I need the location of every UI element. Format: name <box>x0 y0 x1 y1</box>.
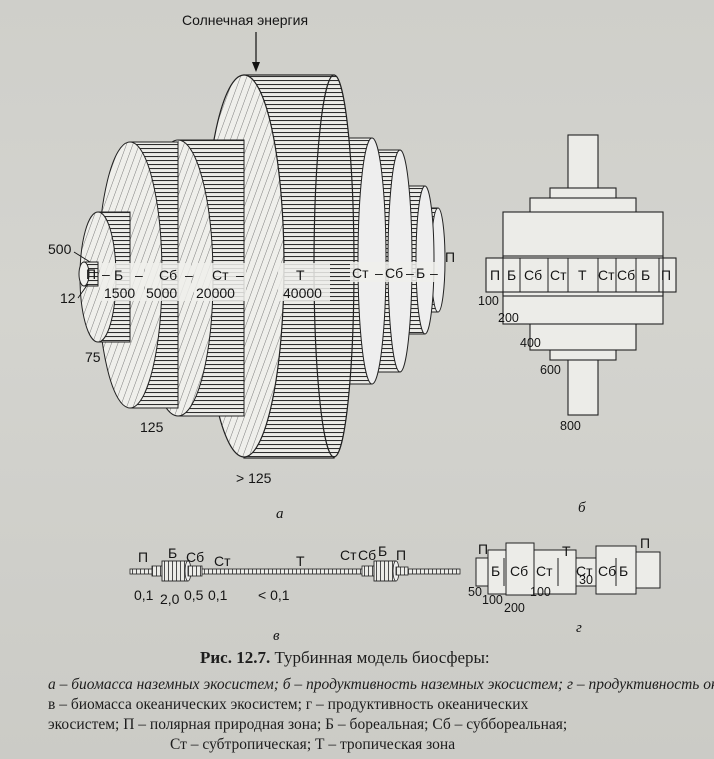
zone-b-0: П <box>490 267 500 283</box>
zone-a-8: П <box>445 249 455 265</box>
label-125: 125 <box>140 419 164 435</box>
value-v-1: 2,0 <box>160 591 180 607</box>
sun-energy-label: Солнечная энергия <box>182 12 308 28</box>
zone-b-7: Б <box>641 267 650 283</box>
zone-b-6: Сб <box>617 267 635 283</box>
value-boreal: 1500 <box>104 285 135 301</box>
zone-a-7: Б <box>416 265 425 281</box>
value-v-2: 0,5 <box>184 587 204 603</box>
zone-a-3: Ст <box>212 267 229 283</box>
drum-polar-left <box>78 261 99 287</box>
label-500: 500 <box>48 241 72 257</box>
value-v-3: 0,1 <box>208 587 228 603</box>
zone-g-0: П <box>478 541 488 557</box>
letter-a: а <box>276 506 284 522</box>
value-g-0: 50 <box>468 585 482 599</box>
zone-v-3: Ст <box>214 553 231 569</box>
zone-a-0: П <box>86 266 96 282</box>
zone-v-2: Сб <box>186 549 204 565</box>
value-g-1: 100 <box>482 593 503 607</box>
zone-a-1: Б <box>114 267 123 283</box>
zone-g-6: Сб <box>598 563 616 579</box>
rod-ocean-biomass: П Б Сб Ст Т Ст Сб Б П 0,1 2,0 0,5 0,1 < … <box>129 543 461 644</box>
level-600: 600 <box>540 363 561 377</box>
zone-v-4: Т <box>296 553 305 569</box>
value-tropic: 40000 <box>283 285 322 301</box>
value-g-2: 200 <box>504 601 525 615</box>
value-v-0: 0,1 <box>134 587 154 603</box>
value-subboreal: 5000 <box>146 285 177 301</box>
label-75: 75 <box>85 349 101 365</box>
caption-title: Рис. 12.7. Турбинная модель биосферы: <box>200 648 490 668</box>
caption-line-2: в – биомасса океанических экосистем; г –… <box>48 696 529 713</box>
zone-g-1: Б <box>491 563 500 579</box>
zone-v-1: Б <box>168 545 177 561</box>
zone-a-4: Т <box>296 267 305 283</box>
zone-b-5: Ст <box>598 267 615 283</box>
label-gt125: > 125 <box>236 470 272 486</box>
zone-a-2: Сб <box>159 267 177 283</box>
zone-g-8: П <box>640 535 650 551</box>
caption-line-3: экосистем; П – полярная природная зона; … <box>48 716 568 733</box>
zone-v-7: Б <box>378 543 387 559</box>
sep: – <box>236 267 244 283</box>
sep: – <box>375 265 383 281</box>
value-subtropic: 20000 <box>196 285 235 301</box>
caption-line-1: а – биомасса наземных экосистем; б – про… <box>48 676 714 693</box>
sep: – <box>102 266 110 282</box>
zone-b-4: Т <box>578 267 587 283</box>
zone-b-8: П <box>661 267 671 283</box>
level-100: 100 <box>478 294 499 308</box>
letter-v: в <box>273 628 280 644</box>
zone-v-0: П <box>138 549 148 565</box>
zone-v-8: П <box>396 547 406 563</box>
zone-g-5: Ст <box>576 563 593 579</box>
zone-g-3: Ст <box>536 563 553 579</box>
zone-b-1: Б <box>507 267 516 283</box>
sep: – <box>406 265 414 281</box>
zone-g-2: Сб <box>510 563 528 579</box>
turbine-land-biomass: Солнечная энергия П Б Сб Ст Т Ст Сб Б П … <box>48 12 455 522</box>
caption-figure-title: Турбинная модель биосферы: <box>270 648 490 667</box>
zone-g-4: Т <box>562 543 571 559</box>
label-12: 12 <box>60 290 76 306</box>
zone-b-3: Ст <box>550 267 567 283</box>
stepped-land-productivity: П Б Сб Ст Т Ст Сб Б П 100 200 400 600 80… <box>478 134 677 516</box>
letter-g: г <box>576 620 582 636</box>
sep: – <box>135 267 143 283</box>
zone-v-5: Ст <box>340 547 357 563</box>
zone-v-6: Сб <box>358 547 376 563</box>
value-g-4: 30 <box>579 573 593 587</box>
value-v-4: < 0,1 <box>258 587 290 603</box>
caption-line-4: Ст – субтропическая; Т – тропическая зон… <box>170 736 456 753</box>
zone-a-5: Ст <box>352 265 369 281</box>
zone-b-2: Сб <box>524 267 542 283</box>
sep: – <box>430 265 438 281</box>
level-800: 800 <box>560 419 581 433</box>
zone-a-6: Сб <box>385 265 403 281</box>
zone-g-7: Б <box>619 563 628 579</box>
sep: – <box>185 267 193 283</box>
caption-figure-number: Рис. 12.7. <box>200 648 271 667</box>
stepped-ocean-productivity: П Б Сб Ст Т Ст Сб Б П 50 100 200 100 30 … <box>468 535 661 636</box>
letter-b: б <box>578 500 586 516</box>
level-400: 400 <box>520 336 541 350</box>
value-g-3: 100 <box>530 585 551 599</box>
level-200: 200 <box>498 311 519 325</box>
